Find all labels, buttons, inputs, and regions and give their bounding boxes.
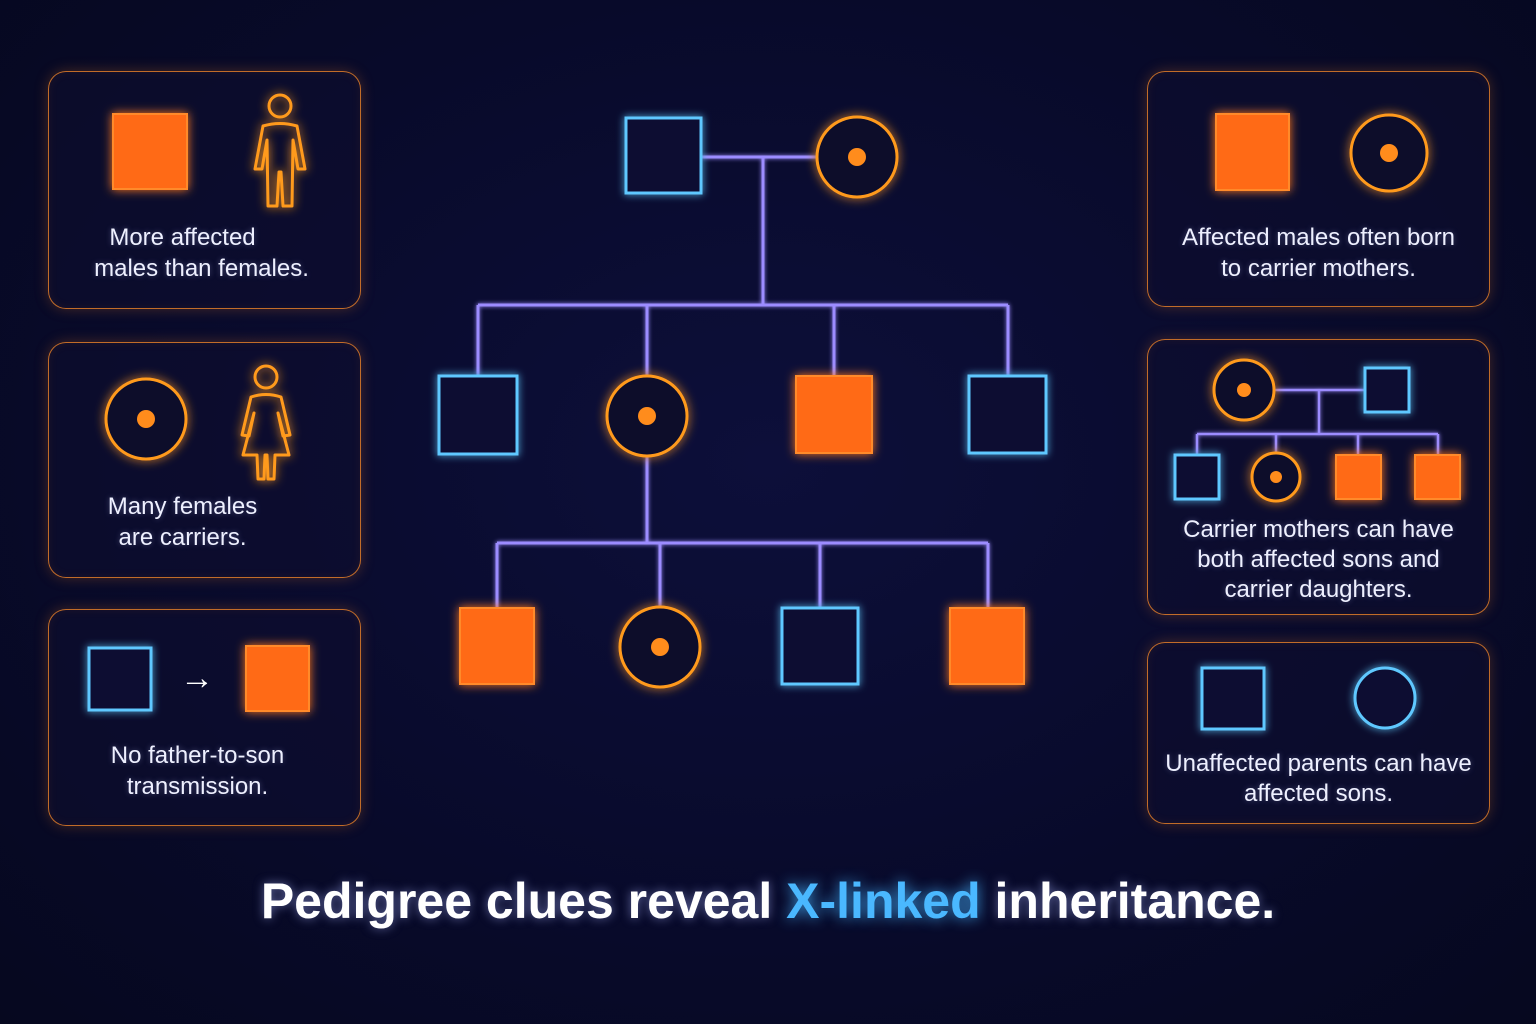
card-more-affected-males: More affected males than females. <box>48 71 361 309</box>
mini-carrier-mother-icon <box>1212 358 1276 422</box>
card-affected-sons-carrier-daughters: Carrier mothers can have both affected s… <box>1147 339 1490 615</box>
caption: Pedigree clues reveal X-linked inheritan… <box>0 872 1536 930</box>
gen2-unaffected-male-2 <box>967 374 1048 455</box>
caption-after: inheritance. <box>980 873 1276 929</box>
card-no-father-son: → No father-to-son transmission. <box>48 609 361 826</box>
card-1-line-2: males than females. <box>94 255 309 282</box>
card-unaffected-parents: Unaffected parents can have affected son… <box>1147 642 1490 824</box>
gen2-unaffected-male-1 <box>437 374 519 456</box>
unaffected-father-square-icon <box>1200 666 1266 731</box>
card-1-line-1: More affected <box>109 224 256 251</box>
card-4-text: Affected males often born to carrier mot… <box>1148 222 1489 284</box>
card-2-line-1: Many females <box>107 493 258 520</box>
mini-carrier-daughter-icon <box>1250 451 1302 503</box>
mini-pedigree-lines <box>1195 388 1440 455</box>
card-5-mini-pedigree <box>1173 358 1461 503</box>
mini-unaffected-father-icon <box>1363 366 1411 414</box>
caption-before: Pedigree clues reveal <box>260 873 787 929</box>
gen1-carrier-female <box>815 115 899 199</box>
affected-son-square-icon <box>245 645 310 712</box>
affected-male-square-icon <box>1215 113 1290 191</box>
gen2-affected-male <box>795 375 873 454</box>
gen3-affected-male-1 <box>459 607 535 685</box>
gen1-unaffected-male <box>624 116 703 195</box>
arrow-icon: → <box>180 659 214 697</box>
card-5-line-1: Carrier mothers can have <box>1183 516 1454 543</box>
card-carrier-mothers: Affected males often born to carrier mot… <box>1147 71 1490 307</box>
mini-affected-son-icon-2 <box>1414 454 1461 500</box>
gen3-unaffected-male <box>780 606 860 686</box>
card-females-carriers: Many females are carriers. <box>48 342 361 578</box>
card-5-line-3: carrier daughters. <box>1224 576 1413 603</box>
card-2-icons <box>104 364 292 481</box>
pedigree-lines <box>476 155 1010 608</box>
card-4-line-2: to carrier mothers. <box>1221 255 1416 282</box>
card-3-line-2: transmission. <box>126 773 269 800</box>
card-1-text: More affected males than females. <box>49 222 360 284</box>
card-5-text: Carrier mothers can have both affected s… <box>1148 515 1489 605</box>
mini-affected-son-icon-1 <box>1335 454 1382 500</box>
gen3-carrier-female <box>618 605 702 689</box>
card-5-line-2: both affected sons and <box>1197 546 1440 573</box>
unaffected-mother-circle-icon <box>1353 666 1417 730</box>
unaffected-father-square-icon <box>87 646 153 712</box>
mini-unaffected-son-icon <box>1173 453 1221 501</box>
male-person-icon <box>253 93 307 208</box>
card-6-line-1: Unaffected parents can have <box>1165 750 1472 777</box>
carrier-female-circle-icon <box>104 377 188 461</box>
gen3-affected-male-2 <box>949 607 1025 685</box>
card-4-line-1: Affected males often born <box>1181 224 1456 251</box>
card-2-text: Many females are carriers. <box>49 491 360 553</box>
card-6-line-2: affected sons. <box>1244 780 1393 807</box>
gen2-carrier-female <box>605 374 689 458</box>
carrier-mother-circle-icon <box>1349 113 1429 193</box>
card-3-line-1: No father-to-son <box>110 742 285 769</box>
card-6-icons <box>1200 666 1417 731</box>
female-person-icon <box>240 364 292 481</box>
caption-highlight: X-linked <box>786 873 981 929</box>
card-3-icons <box>87 645 310 712</box>
affected-male-square-icon <box>112 113 188 190</box>
card-3-text: No father-to-son transmission. <box>49 740 360 802</box>
card-4-icons <box>1215 113 1429 193</box>
card-2-line-2: are carriers. <box>118 524 247 551</box>
card-1-icons <box>112 93 307 208</box>
card-6-text: Unaffected parents can have affected son… <box>1148 749 1489 809</box>
